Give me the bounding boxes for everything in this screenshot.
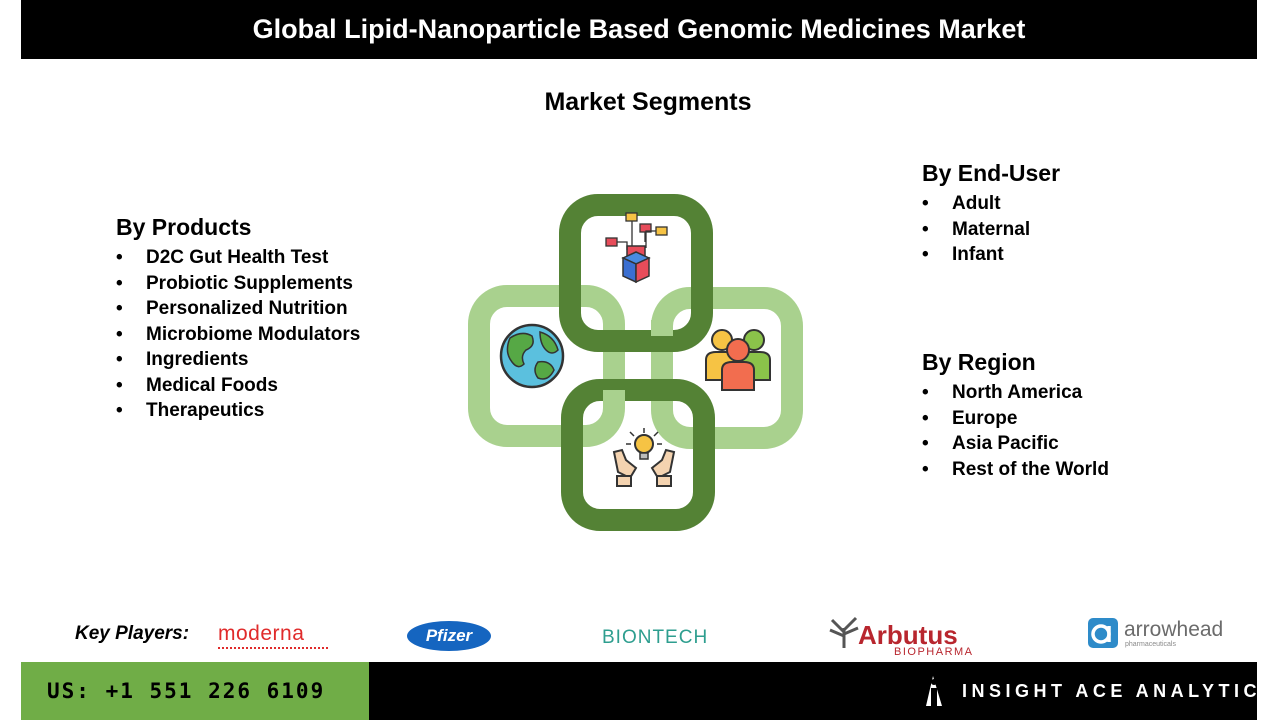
list-item: North America <box>922 380 1109 406</box>
segments-chain-diagram <box>468 194 803 531</box>
list-item: D2C Gut Health Test <box>116 245 360 271</box>
list-item: Europe <box>922 406 1109 432</box>
contact-phone: US: +1 551 226 6109 <box>47 679 326 703</box>
cube-network-icon <box>605 212 668 284</box>
title-bar: Global Lipid-Nanoparticle Based Genomic … <box>21 0 1257 59</box>
list-item: Microbiome Modulators <box>116 322 360 348</box>
pfizer-logo: Pfizer <box>407 621 491 651</box>
list-item: Personalized Nutrition <box>116 296 360 322</box>
contact-phone-bar: US: +1 551 226 6109 <box>21 662 369 720</box>
biontech-logo-text: BIONTECH <box>602 627 709 648</box>
segments-heading: Market Segments <box>544 88 752 116</box>
globe-icon <box>499 323 565 389</box>
products-heading: By Products <box>116 214 252 240</box>
moderna-logo-text: moderna <box>218 622 305 645</box>
region-heading: By Region <box>922 349 1036 375</box>
list-item: Ingredients <box>116 347 360 373</box>
chain-link-left <box>468 285 625 447</box>
end-user-list: Adult Maternal Infant <box>922 191 1060 268</box>
list-item: Probiotic Supplements <box>116 271 360 297</box>
page-title: Global Lipid-Nanoparticle Based Genomic … <box>252 14 1026 44</box>
biontech-logo: BIONTECH <box>602 627 708 649</box>
insight-ace-logo-icon <box>926 676 942 706</box>
list-item: Medical Foods <box>116 373 360 399</box>
key-players-label: Key Players: <box>75 623 190 644</box>
list-item: Rest of the World <box>922 457 1109 483</box>
arbutus-logo-text: Arbutus <box>858 620 958 650</box>
list-item: Therapeutics <box>116 398 360 424</box>
region-list: North America Europe Asia Pacific Rest o… <box>922 380 1109 482</box>
people-group-icon <box>705 329 771 391</box>
chain-link-top <box>559 194 713 352</box>
pfizer-logo-text: Pfizer <box>425 626 473 645</box>
moderna-logo-rule <box>218 647 328 651</box>
arrowhead-logo-text: arrowhead <box>1124 618 1224 641</box>
end-user-heading: By End-User <box>922 160 1061 186</box>
list-item: Maternal <box>922 217 1060 243</box>
arrowhead-mark-icon <box>1088 618 1118 648</box>
list-item: Asia Pacific <box>922 431 1109 457</box>
arbutus-logo-subtext: BIOPHARMA <box>894 646 974 658</box>
brand-name: INSIGHT ACE ANALYTIC <box>962 681 1262 701</box>
chain-link-bottom <box>561 379 715 531</box>
arbutus-tree-icon <box>829 616 859 648</box>
end-user-segment: By End-User Adult Maternal Infant <box>922 160 1060 268</box>
region-segment: By Region North America Europe Asia Paci… <box>922 349 1109 482</box>
moderna-logo: moderna <box>218 622 328 651</box>
products-list: D2C Gut Health Test Probiotic Supplement… <box>116 245 360 424</box>
brand-bar: INSIGHT ACE ANALYTIC <box>369 662 1257 720</box>
hands-lightbulb-icon <box>612 428 676 487</box>
list-item: Adult <box>922 191 1060 217</box>
chain-link-right <box>651 287 803 449</box>
products-segment: By Products D2C Gut Health Test Probioti… <box>116 214 360 424</box>
list-item: Infant <box>922 242 1060 268</box>
arrowhead-logo-subtext: pharmaceuticals <box>1125 641 1176 648</box>
